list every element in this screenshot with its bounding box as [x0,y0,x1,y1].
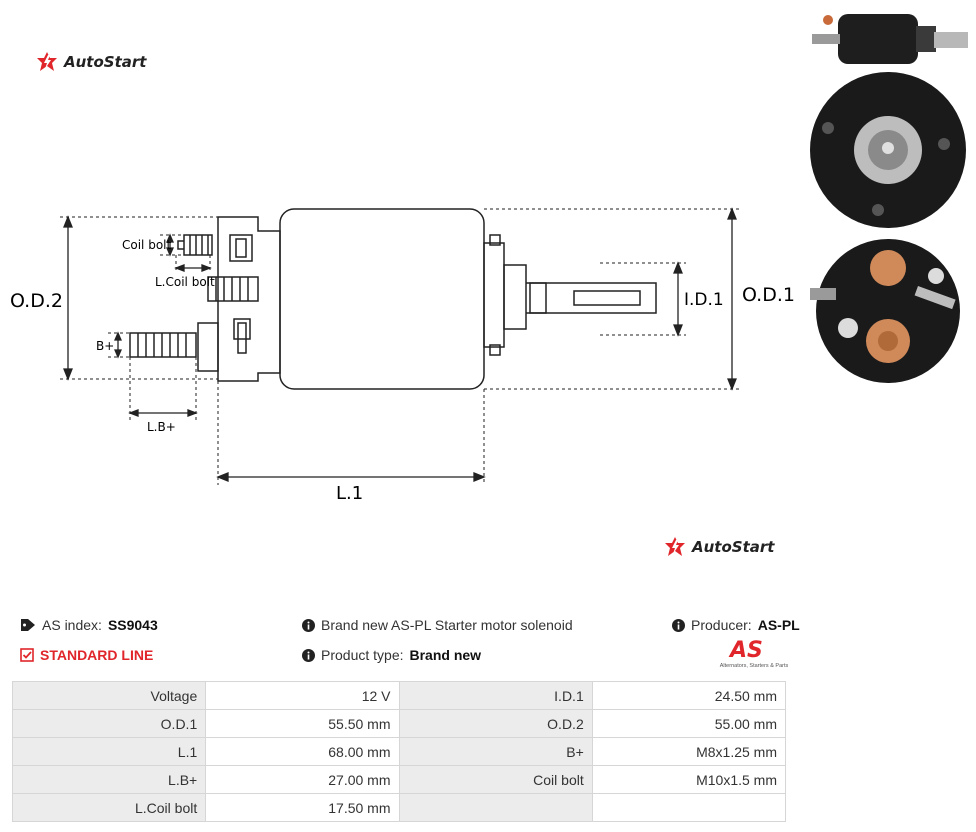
producer-value: AS-PL [757,617,800,633]
producer-row: Producer: AS-PL [672,617,800,633]
spec-label: O.D.2 [398,709,593,738]
label-l-coil-bolt: L.Coil bolt [155,275,215,289]
producer-label: Producer: [691,617,752,633]
spec-label [398,793,593,822]
product-type-label: Product type: [321,647,404,663]
spec-value [591,793,787,822]
as-index-row: AS index: SS9043 [20,617,158,633]
autostart-logo-icon [37,52,57,71]
product-photo-front [810,72,966,228]
producer-tagline: Alternators, Starters & Parts [719,663,789,669]
b-plus-terminal [129,332,197,358]
producer-logo-mark: AS [730,638,763,663]
product-photo-rear [810,239,960,383]
end-cap [217,216,281,382]
spec-label: L.B+ [11,765,207,794]
brand-logo-text: AutoStart [692,538,775,556]
product-description: Brand new AS-PL Starter motor solenoid [321,617,573,633]
spec-value: M8x1.25 mm [591,737,787,766]
spec-value: M10x1.5 mm [591,765,787,794]
spec-value: 12 V [205,681,400,710]
label-l-b-plus: L.B+ [147,420,176,434]
brand-logo-bottom: AutoStart [664,537,774,557]
label-od2: O.D.2 [10,290,63,312]
info-circle-icon [302,648,315,662]
brand-logo-top: AutoStart [36,52,146,72]
spec-label: Coil bolt [398,765,593,794]
spec-value: 55.00 mm [591,709,787,738]
spec-label: I.D.1 [398,681,593,710]
autostart-logo-icon [665,537,685,556]
coil-bolt [183,234,213,256]
product-type-row: Product type: Brand new [302,647,481,663]
brand-logo-text: AutoStart [64,53,147,71]
spec-value: 55.50 mm [205,709,400,738]
spec-value: 68.00 mm [205,737,400,766]
label-l1: L.1 [336,483,363,504]
label-id1: I.D.1 [684,290,724,310]
as-index-label: AS index: [42,617,102,633]
producer-logo: AS Alternators, Starters & Parts [716,640,792,672]
label-od1: O.D.1 [742,284,795,306]
plunger [526,282,547,314]
solenoid-body [279,208,485,390]
check-square-icon [20,648,34,662]
spec-value: 17.50 mm [205,793,400,822]
spec-value: 24.50 mm [591,681,787,710]
standard-line-badge: STANDARD LINE [20,647,153,663]
description-row: Brand new AS-PL Starter motor solenoid [302,617,573,633]
solenoid-dimension-drawing: Coil bolt L.Coil bolt B+ L.B+ O.D.2 O.D.… [10,207,795,504]
tag-icon [21,619,35,631]
as-index-value: SS9043 [107,617,158,633]
info-circle-icon [672,618,685,632]
label-b-plus: B+ [96,339,114,353]
product-photo-side [812,14,968,64]
spec-label: L.1 [11,737,207,766]
spec-label: Voltage [11,681,207,710]
spec-label: B+ [398,737,593,766]
product-type-value: Brand new [409,647,482,663]
spec-label: O.D.1 [11,709,207,738]
label-coil-bolt: Coil bolt [122,238,171,252]
spec-label: L.Coil bolt [11,793,207,822]
standard-line-text: STANDARD LINE [40,647,154,663]
info-circle-icon [302,618,315,632]
spec-value: 27.00 mm [205,765,400,794]
